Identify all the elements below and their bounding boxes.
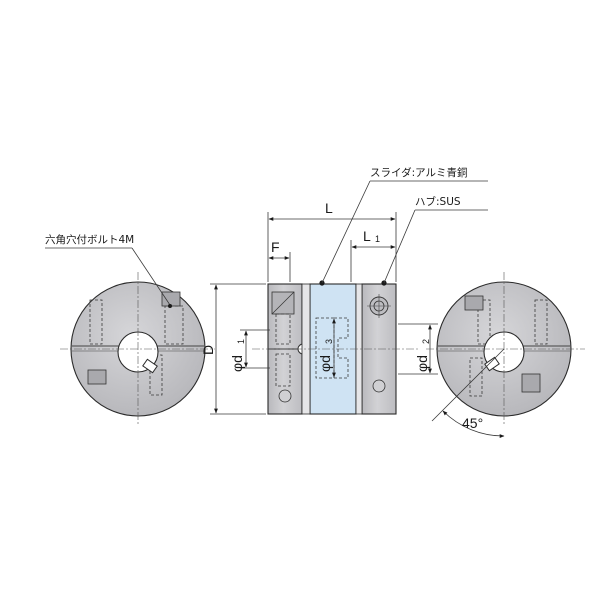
right-hidden-bolt-low — [469, 357, 483, 397]
dim-d3-label: φd — [317, 355, 333, 372]
slider-key-profile — [334, 317, 349, 379]
slider-callout-leader — [321, 180, 371, 284]
left-hub-screw-lower — [278, 389, 292, 403]
dimension-d2: φd 2 — [398, 323, 438, 375]
bolt-callout-label: 六角穴付ボルト4M — [45, 233, 134, 246]
angle-arc — [442, 410, 505, 438]
dim-d2-subscript: 2 — [421, 339, 431, 344]
dim-d3-subscript: 3 — [324, 339, 334, 344]
left-hidden-bolt-right — [164, 305, 184, 345]
right-bolt-head-top — [464, 295, 484, 311]
dim-L-label: L — [325, 200, 333, 216]
bolt-callout-leader — [131, 247, 171, 306]
dimension-F: F — [268, 239, 291, 282]
dimension-d3: φd 3 — [317, 318, 336, 378]
dimension-L: L — [267, 200, 397, 282]
right-end-view: 45° — [426, 272, 585, 438]
dim-d1-subscript: 1 — [236, 339, 246, 344]
left-bolt-head-low — [87, 369, 107, 385]
left-hub-screw-upper-diag — [271, 291, 295, 315]
dim-D-label: D — [200, 345, 216, 355]
dim-L1-subscript: 1 — [375, 234, 380, 244]
right-hidden-bolt-topright — [534, 299, 548, 345]
left-hidden-bolt-top — [89, 299, 103, 345]
dimension-d1: φd 1 — [229, 329, 270, 372]
dim-F-label: F — [271, 239, 280, 255]
angle-ext-line — [431, 348, 505, 422]
slider-callout-label: スライダ:アルミ青銅 — [370, 166, 468, 179]
hub-callout-leader — [383, 209, 416, 284]
left-end-view — [60, 272, 215, 426]
left-hub-hidden-thread — [275, 313, 291, 345]
slider-callout: スライダ:アルミ青銅 — [321, 166, 488, 284]
left-hub-hidden-thread-low — [275, 353, 291, 387]
right-hidden-bolt-top — [477, 299, 491, 345]
dim-L1-label: L — [363, 228, 371, 244]
right-keyway — [484, 356, 500, 372]
left-keyway — [142, 358, 158, 374]
bolt-callout: 六角穴付ボルト4M — [45, 233, 172, 308]
dim-d1-label: φd — [229, 355, 245, 372]
angle-label: 45° — [462, 415, 483, 431]
dimension-L1: L 1 — [350, 228, 396, 282]
hub-callout: ハブ:SUS — [383, 195, 488, 284]
dimension-D: D — [200, 283, 266, 415]
left-bolt-head-top — [161, 291, 181, 307]
right-hub-screw-lower — [372, 379, 386, 393]
side-view — [252, 280, 420, 415]
bolt-callout-dot — [168, 304, 172, 308]
hub-callout-label: ハブ:SUS — [415, 195, 461, 208]
dim-d2-label: φd — [414, 355, 430, 372]
right-bolt-head-low — [521, 373, 541, 393]
